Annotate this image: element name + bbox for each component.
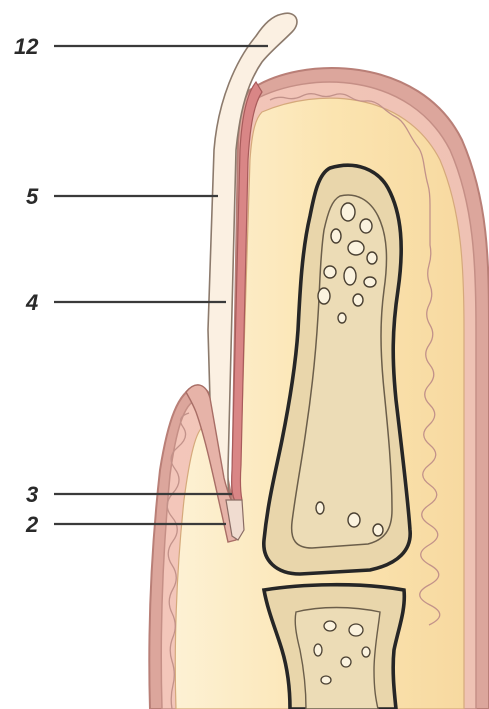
callout-label-5: 5 [26, 184, 39, 209]
callout-label-2: 2 [25, 512, 39, 537]
callout-label-4: 4 [25, 290, 38, 315]
callout-label-12: 12 [14, 34, 39, 59]
callout-label-3: 3 [26, 482, 38, 507]
middle-phalanx-medulla [295, 608, 380, 709]
